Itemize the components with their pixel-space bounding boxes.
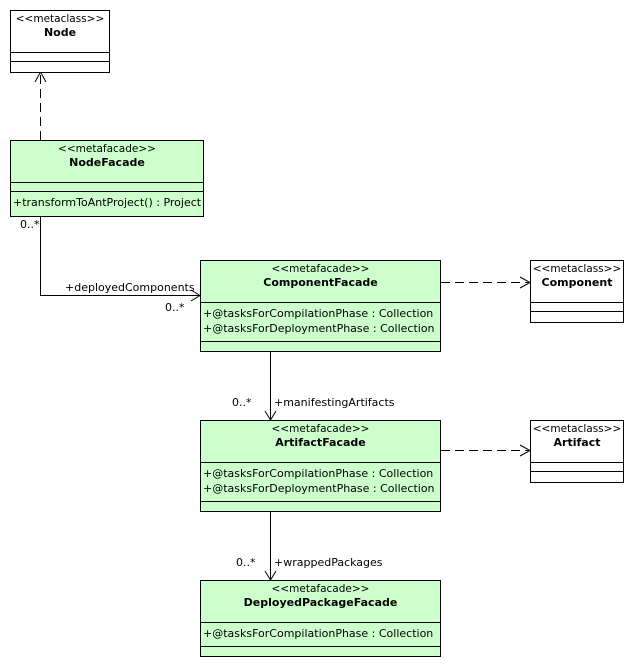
multiplicity-componentfacade-target: 0..* bbox=[165, 301, 185, 314]
attribute-compartment: +@tasksForCompilationPhase : Collection bbox=[201, 623, 440, 647]
class-artifact-facade[interactable]: <<metafacade>> ArtifactFacade +@tasksFor… bbox=[200, 420, 441, 512]
attribute-compartment bbox=[11, 53, 109, 62]
role-deployed-components: +deployedComponents bbox=[65, 281, 195, 294]
class-name: ComponentFacade bbox=[263, 276, 378, 289]
stereotype-label: <<metaclass>> bbox=[532, 423, 622, 435]
attribute-tasks-for-compilation-phase: +@tasksForCompilationPhase : Collection bbox=[203, 467, 434, 480]
class-node-facade[interactable]: <<metafacade>> NodeFacade +transformToAn… bbox=[10, 140, 204, 217]
operation-transform-to-ant-project: +transformToAntProject() : Project bbox=[13, 196, 202, 209]
class-name: ArtifactFacade bbox=[275, 436, 366, 449]
multiplicity-nodefacade-source: 0..* bbox=[20, 218, 40, 231]
stereotype-label: <<metafacade>> bbox=[58, 143, 156, 155]
class-node[interactable]: <<metaclass>> Node bbox=[10, 10, 110, 73]
stereotype-label: <<metaclass>> bbox=[15, 13, 105, 25]
attribute-tasks-for-compilation-phase: +@tasksForCompilationPhase : Collection bbox=[203, 627, 434, 640]
attribute-compartment: +@tasksForCompilationPhase : Collection … bbox=[201, 303, 440, 342]
association-deployed-components bbox=[40, 217, 200, 296]
operation-compartment: +transformToAntProject() : Project bbox=[11, 192, 203, 210]
attribute-tasks-for-deployment-phase: +@tasksForDeploymentPhase : Collection bbox=[203, 322, 435, 335]
multiplicity-deployedpackagefacade-target: 0..* bbox=[236, 556, 256, 569]
class-deployed-package-facade-header: <<metafacade>> DeployedPackageFacade bbox=[201, 581, 440, 623]
role-wrapped-packages: +wrappedPackages bbox=[274, 556, 383, 569]
class-name: DeployedPackageFacade bbox=[243, 596, 398, 609]
stereotype-label: <<metafacade>> bbox=[271, 263, 370, 275]
class-component-facade-header: <<metafacade>> ComponentFacade bbox=[201, 261, 440, 303]
attribute-tasks-for-compilation-phase: +@tasksForCompilationPhase : Collection bbox=[203, 307, 434, 320]
class-name: Component bbox=[541, 276, 613, 289]
stereotype-label: <<metafacade>> bbox=[271, 423, 370, 435]
class-artifact-facade-header: <<metafacade>> ArtifactFacade bbox=[201, 421, 440, 463]
attribute-compartment: +@tasksForCompilationPhase : Collection … bbox=[201, 463, 440, 502]
stereotype-label: <<metafacade>> bbox=[271, 583, 370, 595]
multiplicity-artifactfacade-target: 0..* bbox=[232, 396, 252, 409]
class-name: NodeFacade bbox=[69, 156, 145, 169]
class-component-facade[interactable]: <<metafacade>> ComponentFacade +@tasksFo… bbox=[200, 260, 441, 352]
attribute-compartment bbox=[531, 463, 623, 472]
attribute-tasks-for-deployment-phase: +@tasksForDeploymentPhase : Collection bbox=[203, 482, 435, 495]
class-deployed-package-facade[interactable]: <<metafacade>> DeployedPackageFacade +@t… bbox=[200, 580, 441, 657]
class-artifact[interactable]: <<metaclass>> Artifact bbox=[530, 420, 624, 483]
class-artifact-header: <<metaclass>> Artifact bbox=[531, 421, 623, 463]
stereotype-label: <<metaclass>> bbox=[532, 263, 622, 275]
class-node-facade-header: <<metafacade>> NodeFacade bbox=[11, 141, 203, 183]
class-node-header: <<metaclass>> Node bbox=[11, 11, 109, 53]
role-manifesting-artifacts: +manifestingArtifacts bbox=[274, 396, 395, 409]
attribute-compartment bbox=[531, 303, 623, 312]
class-name: Node bbox=[43, 26, 77, 39]
class-name: Artifact bbox=[553, 436, 601, 449]
class-component[interactable]: <<metaclass>> Component bbox=[530, 260, 624, 323]
attribute-compartment bbox=[11, 183, 203, 192]
class-component-header: <<metaclass>> Component bbox=[531, 261, 623, 303]
